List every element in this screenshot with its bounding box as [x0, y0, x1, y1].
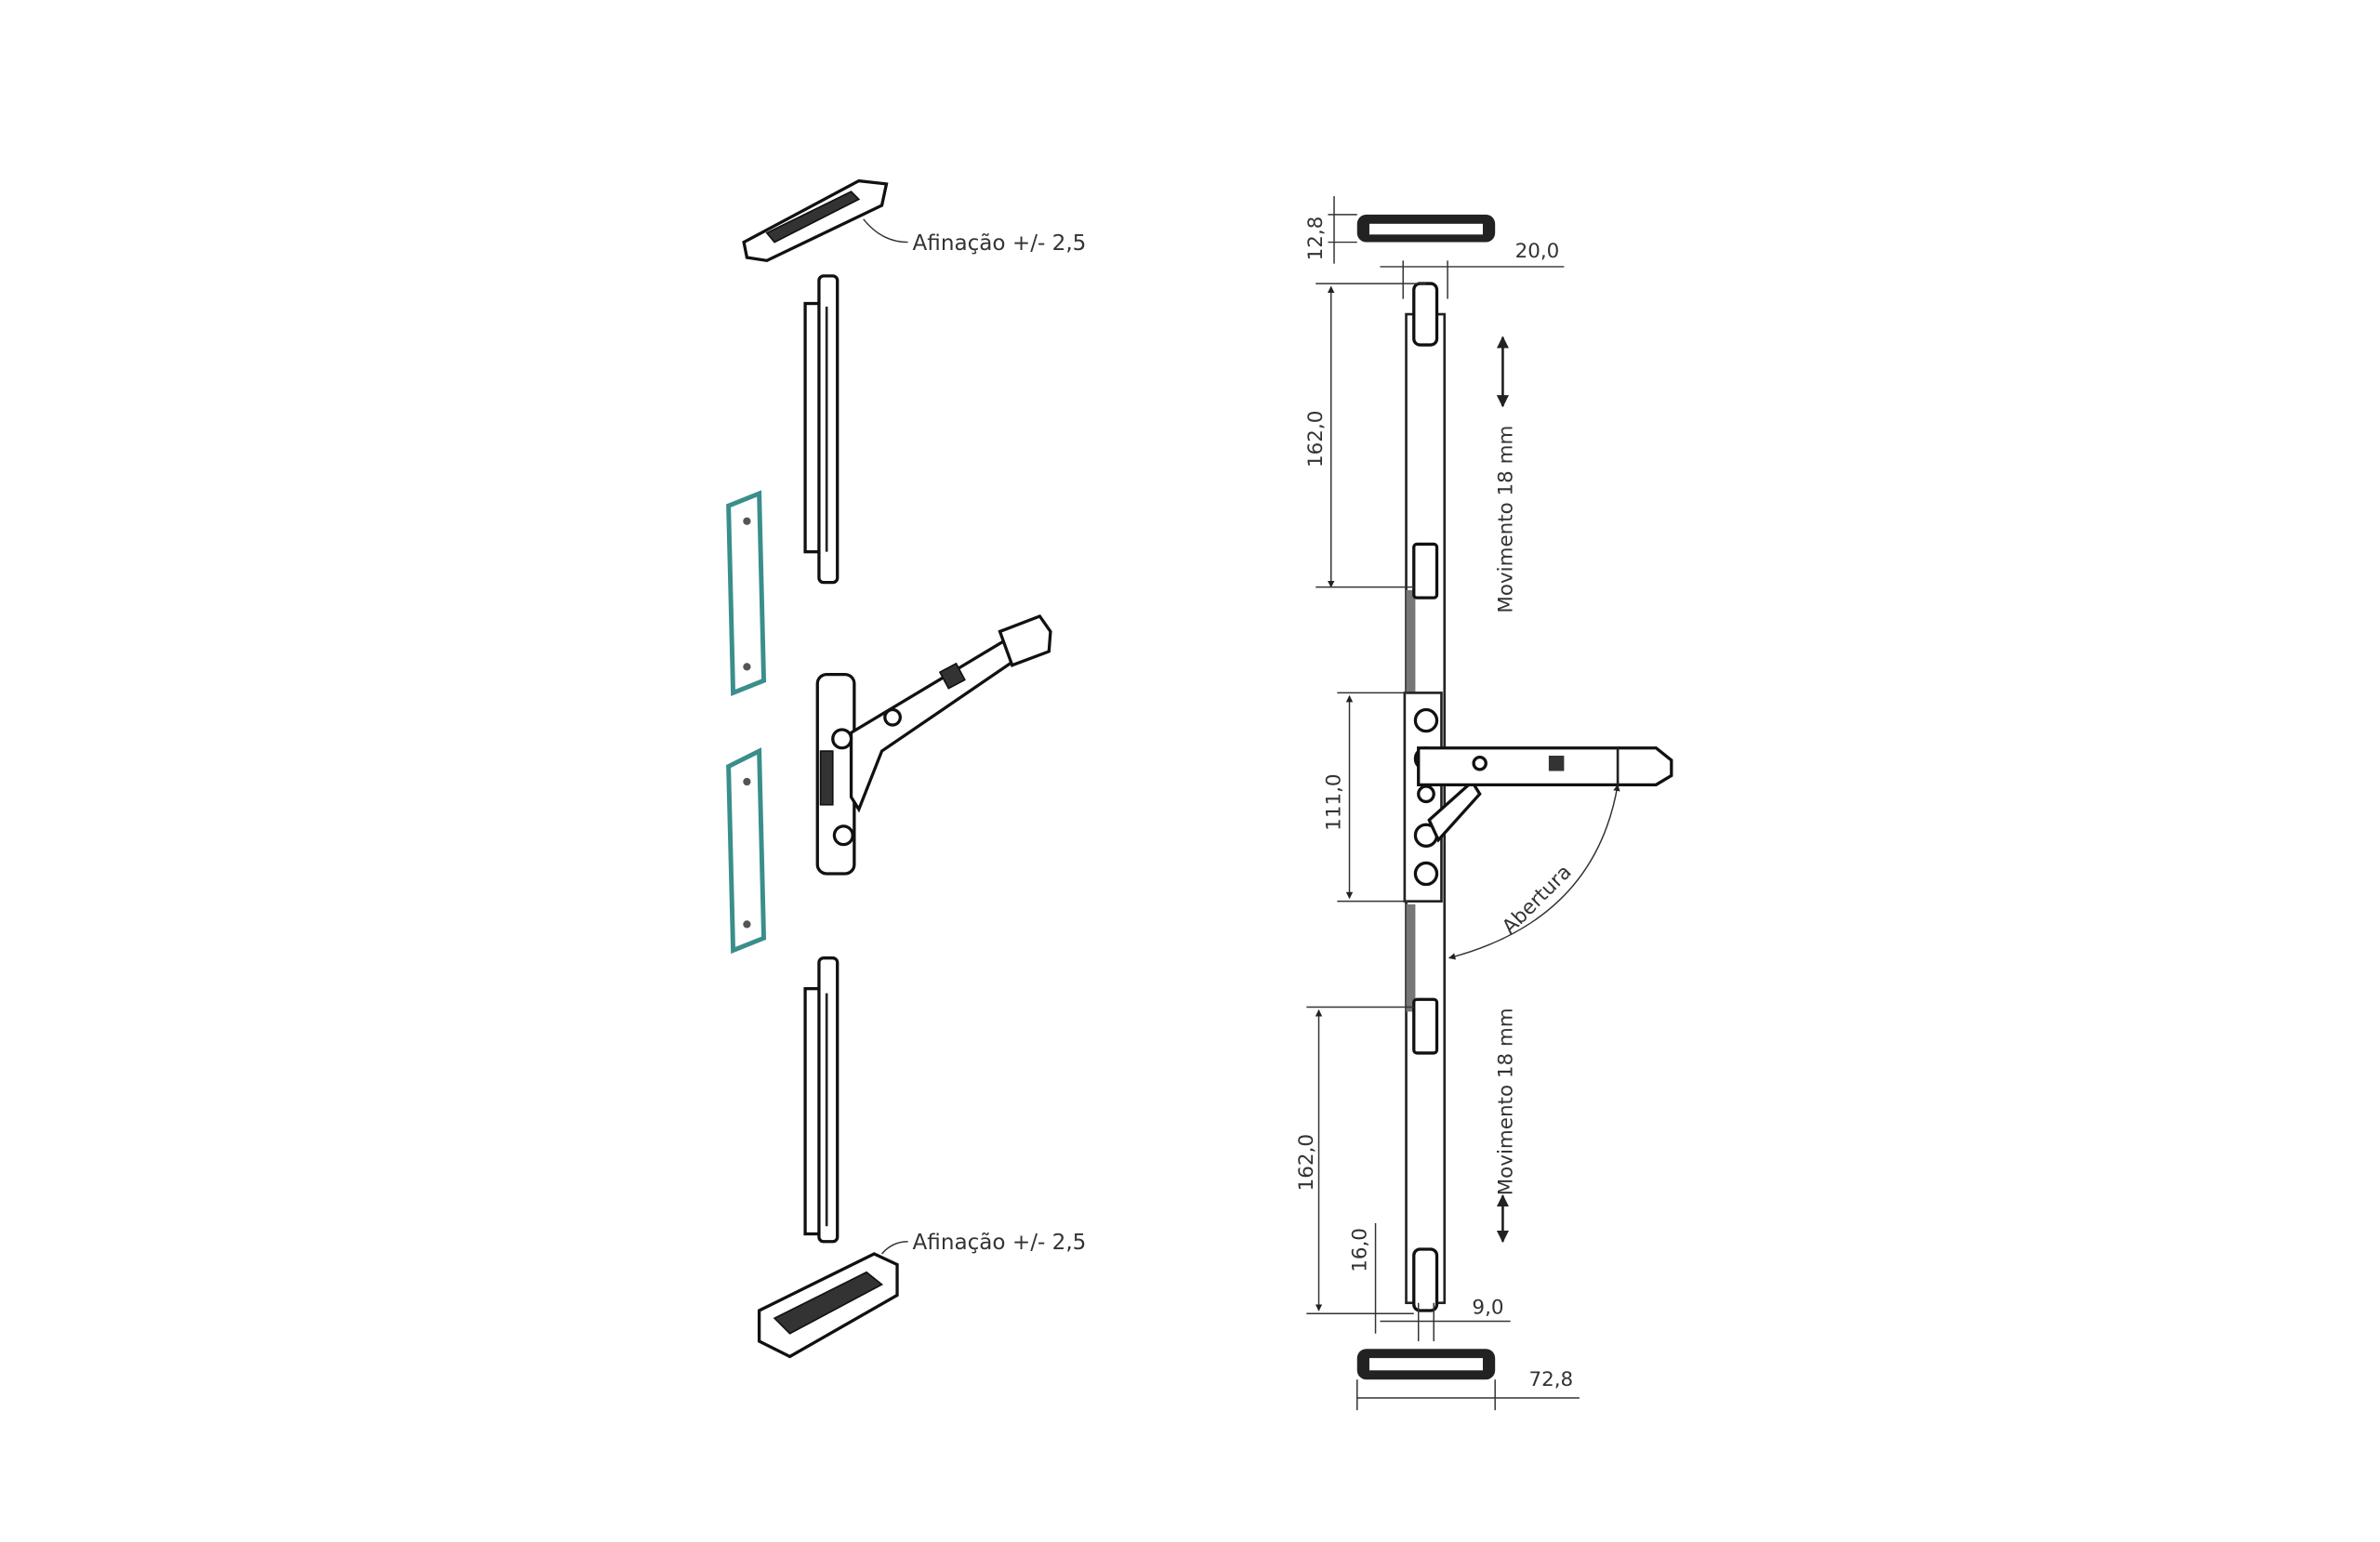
movement-lower-label: Movimento 18 mm	[1494, 1008, 1517, 1195]
dim-end: 16,0	[1349, 1228, 1372, 1272]
opening-arm-side	[1417, 746, 1673, 786]
dim-keeper-width: 72,8	[1528, 1368, 1573, 1391]
bottom-keeper	[757, 1241, 908, 1359]
dim-upper-rod: 162,0	[1304, 411, 1328, 468]
dim-pin: 9,0	[1472, 1296, 1503, 1319]
lower-rod	[803, 956, 840, 1244]
upper-rod	[803, 274, 840, 585]
exploded-view: Afinação +/- 2,5	[726, 178, 1087, 1359]
side-view: 12,8 20,0 162,0 Movimento	[1295, 196, 1673, 1411]
top-keeper-side	[1356, 214, 1496, 243]
top-adjustment-label: Afinação +/- 2,5	[913, 231, 1087, 256]
opening-label: Abertura	[1498, 861, 1576, 939]
movement-upper-label: Movimento 18 mm	[1494, 426, 1517, 613]
dim-hinge: 111,0	[1323, 773, 1346, 830]
teal-plate-upper	[726, 490, 767, 697]
top-keeper	[742, 178, 908, 263]
dim-lower-rod: 162,0	[1295, 1134, 1318, 1191]
dim-rod-width: 20,0	[1515, 240, 1560, 263]
bottom-keeper-side	[1356, 1349, 1496, 1380]
bottom-adjustment-label: Afinação +/- 2,5	[913, 1231, 1087, 1255]
hinge-arm-assembly	[815, 613, 1052, 876]
teal-plate-lower	[726, 747, 767, 955]
dim-keeper-height: 12,8	[1304, 217, 1328, 261]
rod-side	[1403, 282, 1482, 1312]
